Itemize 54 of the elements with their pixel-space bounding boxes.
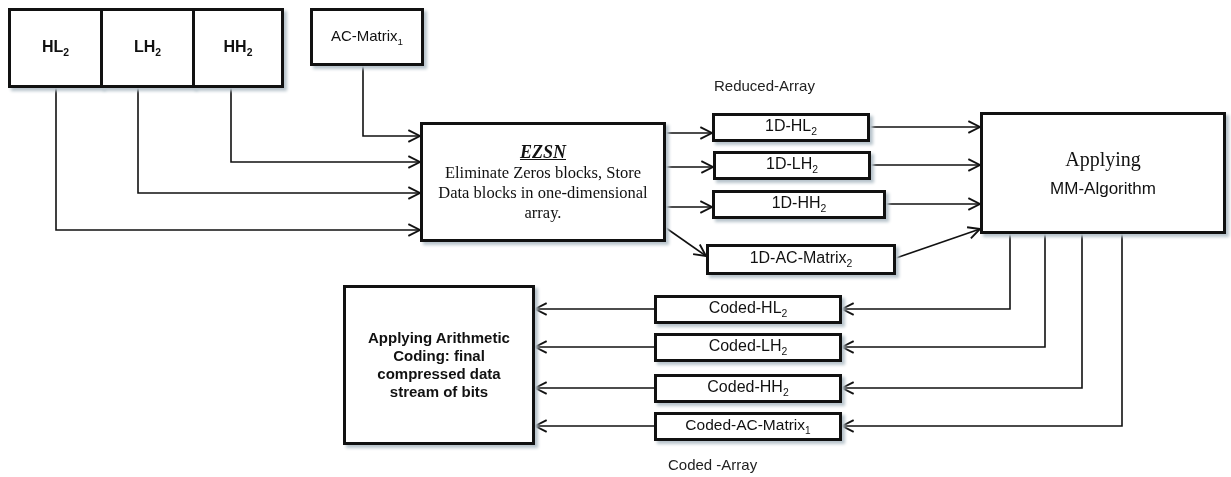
group-label: Reduced-Array xyxy=(714,77,815,94)
arrow xyxy=(55,87,421,237)
box-text: LH$_{2}$ xyxy=(133,36,162,60)
array-box xyxy=(654,295,842,324)
arrow xyxy=(665,200,713,214)
arrow xyxy=(534,302,655,316)
box-text: Coded-HL$_{2}$ xyxy=(708,298,788,321)
process-box xyxy=(980,112,1226,234)
box-text: HH$_{2}$ xyxy=(223,36,253,60)
arrow xyxy=(534,381,655,395)
arrow xyxy=(665,126,713,140)
array-box xyxy=(712,113,870,142)
arrow xyxy=(534,340,655,354)
box-heading: Applying xyxy=(1065,146,1141,171)
group-label: Coded -Array xyxy=(668,456,758,473)
array-box xyxy=(712,190,886,219)
process-box xyxy=(343,285,535,445)
arrow xyxy=(895,226,981,259)
subband-box xyxy=(100,8,195,88)
arrow xyxy=(885,197,981,211)
box-text: 1D-AC-Matrix$_{2}$ xyxy=(749,248,853,271)
box-text: 1D-HL$_{2}$ xyxy=(765,116,817,139)
arrow xyxy=(230,87,421,169)
array-box xyxy=(713,151,871,180)
array-box xyxy=(654,412,842,441)
matrix-box xyxy=(310,8,424,66)
array-box xyxy=(654,333,842,362)
arrow xyxy=(841,233,1011,316)
box-text: 1D-LH$_{2}$ xyxy=(766,154,818,177)
arrow xyxy=(534,419,655,433)
process-box xyxy=(420,122,666,242)
arrow xyxy=(841,233,1123,433)
box-text: Applying Arithmetic Coding: final compressed data stream of bits xyxy=(367,329,511,401)
array-box xyxy=(706,244,896,275)
arrow xyxy=(137,87,421,200)
arrow xyxy=(870,158,981,172)
box-text: Coded-LH$_{2}$ xyxy=(708,336,788,359)
box-text: MM-Algorithm xyxy=(1050,178,1156,200)
box-text: AC-Matrix$_{1}$ xyxy=(330,26,404,48)
box-text: Coded-HH$_{2}$ xyxy=(707,377,789,400)
arrow xyxy=(665,227,707,257)
arrow xyxy=(841,233,1046,354)
box-text: Eliminate Zeros blocks, Store Data blocks in one-dimensional array. xyxy=(437,163,649,223)
arrow xyxy=(362,65,421,143)
arrow xyxy=(841,233,1083,395)
subband-box xyxy=(8,8,103,88)
arrow xyxy=(869,120,981,134)
box-text: Coded-AC-Matrix$_{1}$ xyxy=(685,415,811,438)
array-box xyxy=(654,374,842,403)
arrow xyxy=(665,160,714,174)
box-heading: EZSN xyxy=(520,141,566,164)
box-text: 1D-HH$_{2}$ xyxy=(771,193,827,216)
box-text: HL$_{2}$ xyxy=(41,36,70,60)
subband-box xyxy=(192,8,284,88)
